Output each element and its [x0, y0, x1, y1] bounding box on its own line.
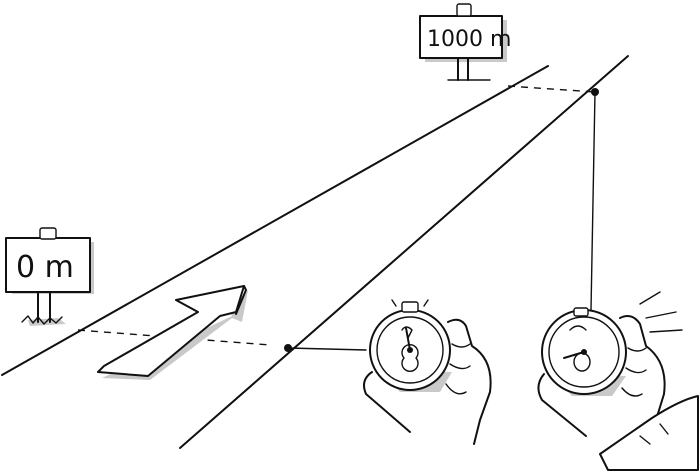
start-sign-post — [37, 291, 51, 323]
start-sign-label: 0 m — [16, 250, 74, 285]
hand-finish — [537, 315, 666, 445]
finish-sign: 1000 m — [419, 3, 511, 81]
click-motion-lines — [639, 291, 683, 333]
finish-connector-line — [590, 91, 596, 311]
start-sign-grass — [21, 315, 63, 325]
direction-arrow-icon — [97, 285, 248, 380]
road — [1, 55, 629, 449]
finish-line-dashed — [507, 85, 596, 93]
stopwatch-start — [363, 299, 492, 445]
finish-sign-cap — [456, 3, 472, 17]
connectors — [284, 88, 599, 352]
finish-sign-board — [419, 15, 503, 59]
sleeve — [599, 395, 699, 471]
road-right-edge — [179, 55, 629, 449]
road-left-edge — [1, 65, 549, 376]
stopwatch-finish — [537, 291, 699, 471]
start-sign: 0 m — [5, 227, 94, 326]
stopwatch-start-hand — [405, 327, 411, 351]
finish-sign-label: 1000 m — [427, 27, 511, 52]
start-sign-cap — [39, 227, 57, 240]
stopwatch-finish-hand — [563, 351, 585, 359]
hand-start — [363, 318, 492, 445]
start-connector-line — [287, 347, 367, 351]
finish-sign-post — [457, 57, 469, 81]
start-sign-board — [5, 237, 91, 293]
